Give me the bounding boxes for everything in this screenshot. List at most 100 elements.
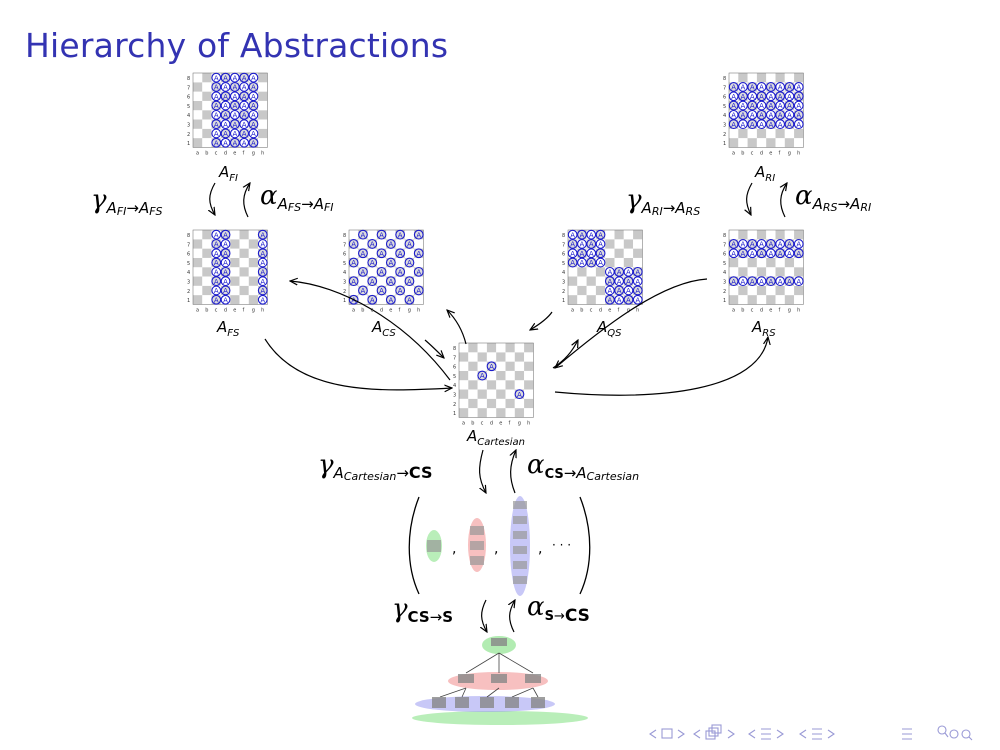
svg-text:A: A [260, 231, 265, 239]
arrow-gamma-fi-fs [210, 182, 215, 215]
svg-text:A: A [570, 259, 575, 267]
file-label: b [205, 150, 208, 156]
left-parenthesis [408, 496, 420, 595]
svg-text:A: A [768, 278, 773, 286]
rank-label: 3 [562, 280, 565, 286]
svg-text:A: A [489, 363, 494, 371]
piece: A [239, 128, 250, 139]
svg-text:A: A [351, 241, 356, 249]
svg-text:A: A [379, 231, 384, 239]
piece: A [756, 109, 767, 120]
right-arrow-icon[interactable] [677, 729, 685, 739]
piece: A [793, 276, 804, 287]
svg-text:A: A [617, 268, 622, 276]
piece: A [784, 119, 795, 130]
rank-label: 1 [187, 141, 190, 147]
svg-text:A: A [232, 130, 237, 138]
piece: A [728, 91, 739, 102]
svg-text:A: A [251, 139, 256, 147]
piece: A [614, 285, 625, 296]
piece: A [728, 100, 739, 111]
rank-label: 7 [562, 242, 565, 248]
svg-text:A: A [750, 93, 755, 101]
piece: A [257, 229, 268, 240]
svg-text:A: A [214, 111, 219, 119]
piece: A [211, 100, 222, 111]
right-arrow-icon[interactable] [776, 729, 784, 739]
svg-text:A: A [635, 287, 640, 295]
rank-label: 5 [343, 261, 346, 267]
search-icon[interactable] [937, 725, 973, 741]
svg-text:A: A [232, 139, 237, 147]
svg-text:A: A [242, 111, 247, 119]
right-arrow-icon[interactable] [727, 729, 735, 739]
frame-stack-icon[interactable] [705, 724, 722, 740]
svg-text:A: A [731, 84, 736, 92]
file-label: e [769, 307, 772, 313]
piece: A [257, 294, 268, 305]
piece: A [775, 82, 786, 92]
right-arrow-icon[interactable] [827, 729, 835, 739]
piece: A [738, 239, 748, 249]
piece: A [784, 109, 795, 120]
arrow-cart-to-afs [290, 281, 451, 381]
svg-text:A: A [635, 296, 640, 304]
svg-text:A: A [398, 231, 403, 239]
rank-label: 1 [723, 298, 726, 304]
svg-text:A: A [242, 130, 247, 138]
piece: A [229, 137, 240, 148]
file-label: d [599, 307, 602, 313]
svg-text:A: A [589, 250, 594, 258]
svg-text:A: A [796, 102, 801, 110]
piece: A [220, 229, 231, 240]
piece: A [586, 239, 597, 249]
file-label: e [389, 307, 392, 313]
piece: A [257, 239, 268, 249]
left-arrow-icon[interactable] [799, 729, 807, 739]
rank-label: 2 [343, 289, 346, 295]
left-arrow-icon[interactable] [748, 729, 756, 739]
svg-text:A: A [214, 287, 219, 295]
subsection-icon[interactable] [761, 728, 771, 740]
left-arrow-icon[interactable] [693, 729, 701, 739]
rank-label: 8 [562, 233, 565, 239]
arrow-alpha-s-cs [510, 600, 515, 633]
svg-text:A: A [617, 278, 622, 286]
file-label: g [252, 150, 255, 156]
piece: A [747, 82, 758, 92]
piece: A [765, 248, 776, 259]
svg-text:A: A [570, 250, 575, 258]
arrow-gamma-cart-cs [479, 449, 486, 493]
file-label: b [205, 307, 208, 313]
piece: A [376, 248, 387, 259]
piece: A [257, 248, 268, 259]
svg-text:A: A [251, 84, 256, 92]
file-label: g [252, 307, 255, 313]
section-icon[interactable] [812, 728, 822, 740]
rank-label: 7 [187, 85, 190, 91]
left-arrow-icon[interactable] [649, 729, 657, 739]
rank-label: 2 [187, 132, 190, 138]
rank-label: 6 [723, 252, 726, 258]
file-label: g [518, 420, 521, 426]
piece: A [395, 266, 406, 277]
piece: A [738, 82, 748, 92]
label-gamma-cart-cs: γACartesian→CS [318, 450, 432, 483]
frame-icon[interactable] [661, 728, 673, 739]
piece: A [257, 257, 268, 268]
rank-label: 6 [723, 95, 726, 101]
svg-text:A: A [416, 268, 421, 276]
piece: A [385, 239, 396, 249]
tuple-ellipsis: · · · [552, 538, 571, 552]
label-alpha-cs-cart: αCS→ACartesian [527, 450, 639, 483]
piece: A [738, 119, 748, 130]
arrow-ars-to-cart [555, 278, 708, 368]
piece: A [765, 109, 776, 120]
rank-label: 4 [187, 270, 190, 276]
rank-label: 8 [187, 233, 190, 239]
align-icon[interactable] [902, 728, 912, 740]
svg-text:A: A [759, 241, 764, 249]
piece: A [211, 276, 222, 287]
svg-text:A: A [223, 121, 228, 129]
slide-title: Hierarchy of Abstractions [25, 26, 449, 65]
